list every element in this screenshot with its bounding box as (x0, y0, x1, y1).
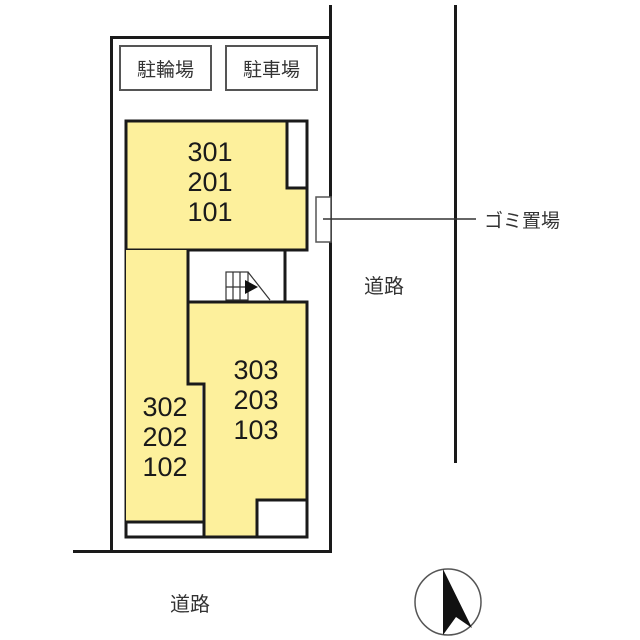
road-east-label: 道路 (364, 274, 404, 298)
room-102: 102 (142, 452, 188, 482)
unit-b-bottom-strip (124, 520, 206, 539)
garbage-label: ゴミ置場 (484, 210, 561, 232)
road-edge-east (454, 5, 457, 463)
stairs-icon (225, 271, 271, 301)
bicycle-parking-label: 駐輪場 (136, 58, 194, 81)
site-boundary-right (329, 5, 332, 553)
room-101: 101 (187, 197, 233, 227)
site-boundary-top (110, 36, 332, 39)
unit-c-rooms: 303 203 103 (226, 355, 286, 445)
car-parking-label: 駐車場 (242, 58, 300, 81)
car-parking: 駐車場 (225, 45, 318, 91)
road-south-label: 道路 (170, 592, 210, 616)
room-103: 103 (233, 415, 279, 445)
unit-b-rooms: 302 202 102 (135, 392, 195, 482)
site-boundary-left (110, 36, 113, 553)
room-302: 302 (142, 392, 188, 422)
room-301: 301 (187, 137, 233, 167)
unit-c-corner (255, 498, 309, 539)
north-arrow-icon (414, 568, 482, 636)
bicycle-parking: 駐輪場 (119, 45, 212, 91)
site-boundary-bottom (73, 550, 332, 553)
unit-a-rooms: 301 201 101 (180, 137, 240, 227)
room-202: 202 (142, 422, 188, 452)
room-203: 203 (233, 385, 279, 415)
room-303: 303 (233, 355, 279, 385)
room-201: 201 (187, 167, 233, 197)
unit-a-notch (285, 119, 309, 190)
